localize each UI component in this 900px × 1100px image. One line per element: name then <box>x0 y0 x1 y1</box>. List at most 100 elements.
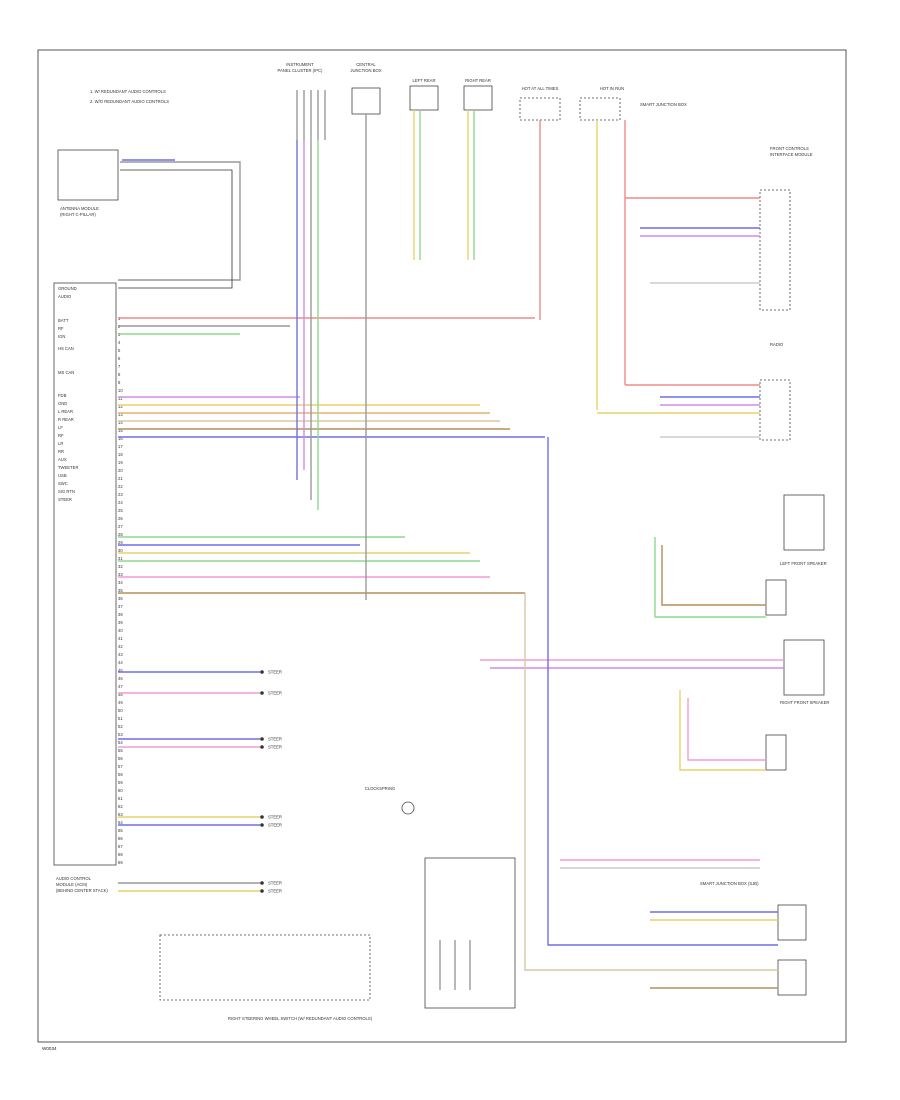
diagram-frame <box>37 49 847 1043</box>
steering-wire-label: STEER <box>268 670 282 675</box>
rf-speaker-label: RIGHT FRONT SPEAKER <box>780 700 829 705</box>
connector-dot <box>260 815 264 819</box>
connector-dot <box>260 670 264 674</box>
pin-number: 66 <box>118 836 123 841</box>
pin-number: 35 <box>118 588 123 593</box>
pin-number: 38 <box>118 612 123 617</box>
module-pin-label: LR <box>58 441 63 446</box>
right-component-b <box>759 379 791 441</box>
module-pin-label: AUDIO <box>58 294 72 299</box>
clockspring-symbol <box>401 801 415 815</box>
pin-number: 11 <box>118 396 123 401</box>
pin-number: 29 <box>118 540 123 545</box>
pin-number: 69 <box>118 860 123 865</box>
module-pin-label: SIG RTN <box>58 489 75 494</box>
pin-number: 32 <box>118 564 123 569</box>
pin-number: 24 <box>118 500 123 505</box>
pin-number: 48 <box>118 692 123 697</box>
fuse-title-2: HOT IN RUN <box>600 86 624 91</box>
rr-lower-wire <box>524 593 778 971</box>
pin-number: 62 <box>118 804 123 809</box>
connector-dot <box>260 691 264 695</box>
pin-number: 6 <box>118 356 121 361</box>
pin-number: 7 <box>118 364 121 369</box>
pin-number: 49 <box>118 700 123 705</box>
module-pin-label: USB <box>58 473 67 478</box>
antenna-wire-1 <box>118 161 241 281</box>
lf-wire-2 <box>661 545 766 606</box>
pin-number: 21 <box>118 476 123 481</box>
figure-id: W0034 <box>42 1046 57 1051</box>
audio-control-module <box>53 282 117 866</box>
pin-number: 44 <box>118 660 123 665</box>
module-pin-label: GND <box>58 401 67 406</box>
pin-number: 36 <box>118 596 123 601</box>
module-title-3: (BEHIND CENTER STACK) <box>56 888 108 893</box>
pin-number: 47 <box>118 684 123 689</box>
rf-wire-4 <box>687 698 766 761</box>
connector-dot <box>260 737 264 741</box>
connector-dot <box>260 881 264 885</box>
module-title-2: MODULE (ACM) <box>56 882 88 887</box>
pin-number: 22 <box>118 484 123 489</box>
note-2: 2. W/O REDUNDANT AUDIO CONTROLS <box>90 99 169 104</box>
pin-number: 45 <box>118 668 123 673</box>
pin-number: 63 <box>118 812 123 817</box>
pin-number: 30 <box>118 548 123 553</box>
lr-speaker-title: LEFT REAR <box>413 78 436 83</box>
steering-wire-label: STEER <box>268 889 282 894</box>
steering-wire-label: STEER <box>268 823 282 828</box>
pin-number: 61 <box>118 796 123 801</box>
antenna-module-box <box>57 149 119 201</box>
right-rear-speaker-box <box>777 959 807 996</box>
pin-number: 19 <box>118 460 123 465</box>
module-pin-label: LF <box>58 425 63 430</box>
connector-dot <box>260 745 264 749</box>
antenna-title-1: ANTENNA MODULE <box>60 206 99 211</box>
antenna-title-2: (RIGHT C-PILLAR) <box>60 212 96 217</box>
pin-number: 42 <box>118 644 123 649</box>
rf-wire-3 <box>679 690 766 771</box>
pin-number: 37 <box>118 604 123 609</box>
steering-wire-label: STEER <box>268 737 282 742</box>
pin-number: 57 <box>118 764 123 769</box>
pin-number: 15 <box>118 428 123 433</box>
left-front-speaker-box <box>783 494 825 551</box>
pin-number: 41 <box>118 636 123 641</box>
cjb-connector <box>351 87 381 115</box>
steering-wire-label: STEER <box>268 691 282 696</box>
pin-number: 55 <box>118 748 123 753</box>
pin-number: 51 <box>118 716 123 721</box>
pin-number: 20 <box>118 468 123 473</box>
pin-number: 54 <box>118 740 123 745</box>
pin-number: 34 <box>118 580 123 585</box>
antenna-wire-2 <box>118 169 233 289</box>
pin-number: 16 <box>118 436 123 441</box>
pin-number: 4 <box>118 340 121 345</box>
right-component-a <box>759 189 791 311</box>
connector-dot <box>260 889 264 893</box>
pin-number: 59 <box>118 780 123 785</box>
pin-number: 9 <box>118 380 121 385</box>
module-pin-label: GROUND <box>58 286 77 291</box>
steering-wire-label: STEER <box>268 881 282 886</box>
module-pin-label: SWC <box>58 481 68 486</box>
ipc-title-2: PANEL CLUSTER (IPC) <box>278 68 324 73</box>
module-pin-label: MS CAN <box>58 370 74 375</box>
sjb-label: SMART JUNCTION BOX (SJB) <box>700 881 759 886</box>
note-1: 1. W/ REDUNDANT AUDIO CONTROLS <box>90 89 166 94</box>
pin-number: 33 <box>118 572 123 577</box>
module-pin-label: R REAR <box>58 417 74 422</box>
pin-number: 56 <box>118 756 123 761</box>
module-pin-label: RF <box>58 433 64 438</box>
pin-number: 58 <box>118 772 123 777</box>
pin-number: 31 <box>118 556 123 561</box>
module-pin-label: IGN <box>58 334 65 339</box>
left-rear-speaker-box <box>777 904 807 941</box>
pin-number: 43 <box>118 652 123 657</box>
radio-title: RADIO <box>770 342 784 347</box>
pin-number: 23 <box>118 492 123 497</box>
module-pin-label: RR <box>58 449 64 454</box>
pin-number: 27 <box>118 524 123 529</box>
pin-number: 46 <box>118 676 123 681</box>
